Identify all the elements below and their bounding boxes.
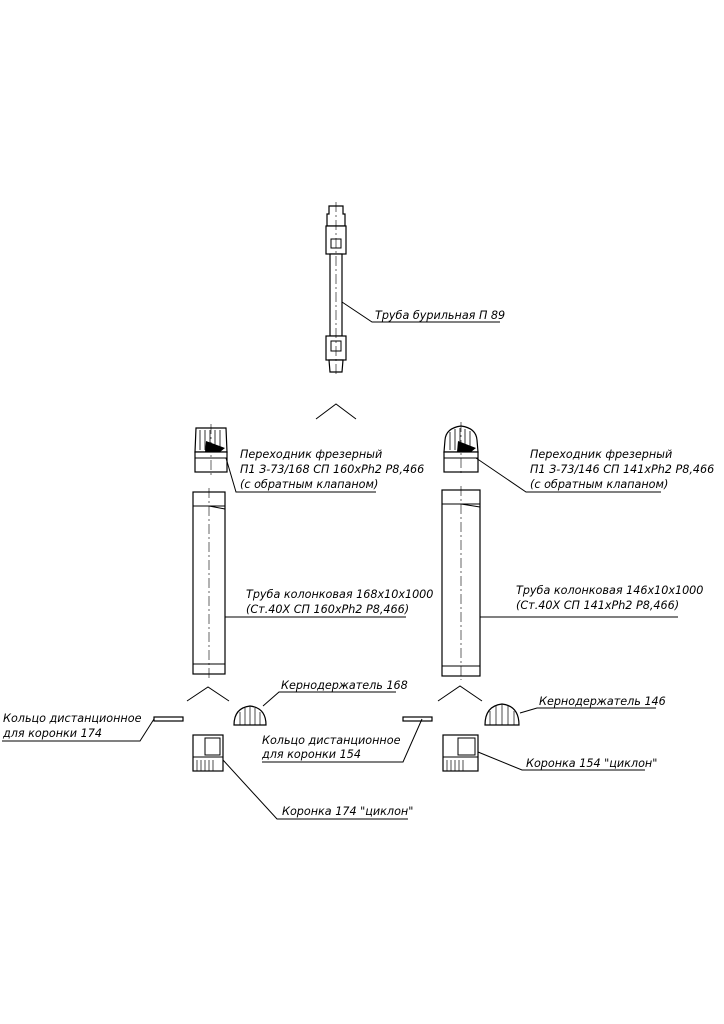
core-holder-168 (233, 705, 267, 726)
spacer-ring-154 (402, 716, 433, 722)
label-core-pipe-146-line2: (Ст.40Х СП 141хРh2 Р8,466) (516, 599, 679, 612)
milling-sub-146 (443, 422, 479, 476)
label-crown-174: Коронка 174 "циклон" (282, 805, 413, 818)
label-drill-pipe: Труба бурильная П 89 (375, 309, 505, 322)
assembly-arrow-right (437, 685, 483, 702)
crown-154 (442, 734, 479, 772)
core-pipe-168 (192, 488, 226, 678)
label-core-holder-146: Кернодержатель 146 (539, 695, 666, 708)
assembly-arrow-left (186, 686, 230, 702)
assembly-arrow-top (315, 403, 357, 420)
label-core-holder-168: Кернодержатель 168 (281, 679, 408, 692)
spacer-ring-174 (153, 716, 184, 722)
milling-sub-168 (194, 424, 228, 476)
label-ring-174-line2: для коронки 174 (2, 727, 102, 740)
label-ring-154-line1: Кольцо дистанционное (262, 734, 401, 747)
label-ring-154-line2: для коронки 154 (261, 748, 361, 761)
label-core-pipe-168-line2: (Ст.40Х СП 160хРh2 Р8,466) (246, 603, 409, 616)
label-sub-146-line2: П1 З-73/146 СП 141хРh2 Р8,466 (530, 463, 714, 476)
core-holder-146 (484, 703, 520, 726)
leader-lines (2, 301, 678, 820)
drill-pipe (325, 202, 347, 376)
label-core-pipe-146-line1: Труба колонковая 146х10х1000 (516, 584, 703, 597)
label-core-pipe-168-line1: Труба колонковая 168х10х1000 (246, 588, 433, 601)
core-pipe-146 (441, 486, 481, 680)
label-sub-168-line3: (с обратным клапаном) (240, 478, 378, 491)
label-sub-168-line2: П1 З-73/168 СП 160хРh2 Р8,466 (240, 463, 424, 476)
label-crown-154: Коронка 154 "циклон" (526, 757, 657, 770)
label-sub-146-line3: (с обратным клапаном) (530, 478, 668, 491)
label-ring-174-line1: Кольцо дистанционное (3, 712, 142, 725)
label-sub-146-line1: Переходник фрезерный (530, 448, 672, 461)
crown-174 (192, 734, 224, 772)
label-sub-168-line1: Переходник фрезерный (240, 448, 382, 461)
